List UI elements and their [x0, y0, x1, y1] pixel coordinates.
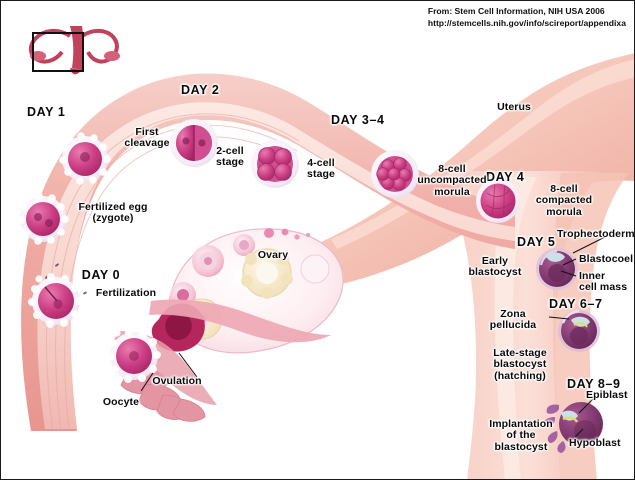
day-label-day-5: DAY 5 — [517, 235, 556, 249]
embryo-8-cell-compacted — [476, 179, 520, 223]
anatomy-label-ovulation: Ovulation — [152, 375, 202, 387]
embryo-fertilization — [28, 273, 83, 328]
leader-lines — [140, 236, 606, 438]
callout-label-inner-cell-mass: Inner cell mass — [579, 270, 628, 294]
stage-label-2-cell-stage: 2-cell stage — [216, 145, 244, 169]
stage-label-implantation: Implantation of the blastocyst — [489, 418, 553, 453]
stage-label-first-cleavage: First cleavage — [124, 126, 170, 150]
callout-label-hypoblast: Hypoblast — [569, 437, 621, 449]
day-label-day-4: DAY 4 — [486, 170, 525, 184]
infundibulum — [149, 299, 331, 343]
day-label-day-1: DAY 1 — [27, 105, 66, 119]
embryo-2-cell — [170, 119, 218, 167]
anatomy-label-uterus: Uterus — [497, 101, 531, 113]
stage-label-fertilized-egg: Fertilized egg (zygote) — [78, 201, 148, 225]
callout-label-epiblast: Epiblast — [586, 389, 628, 401]
stage-label-late-stage-blastocyst: Late-stage blastocyst (hatching) — [493, 347, 547, 382]
uterine-cavity — [494, 177, 537, 479]
day-label-day-2: DAY 2 — [181, 83, 220, 97]
source-credit: From: Stem Cell Information, NIH USA 200… — [428, 6, 626, 29]
inner-cell-mass-shape — [546, 252, 565, 262]
day-label-day-8-9: DAY 8–9 — [567, 377, 621, 391]
embryo-early-blastocyst — [536, 248, 578, 290]
embryo-oocyte — [106, 328, 161, 383]
embryo-zygote — [17, 192, 69, 245]
day-label-day-6-7: DAY 6–7 — [549, 297, 603, 311]
anatomy-label-ovary: Ovary — [257, 249, 289, 261]
stage-label-fertilization: Fertilization — [95, 287, 157, 299]
magnified-region-frame — [32, 32, 84, 72]
credit-line-2: http://stemcells.nih.gov/info/scireport/… — [427, 17, 626, 28]
stage-label-8-cell-uncompacted: 8-cell uncompacted morula — [417, 163, 487, 198]
stage-label-4-cell-stage: 4-cell stage — [307, 157, 335, 181]
inset-illustration — [29, 26, 120, 75]
callout-label-blastocoel: Blastocoel — [579, 253, 634, 265]
embryo-implanting-blastocyst — [543, 402, 603, 453]
day-label-day-3-4: DAY 3–4 — [331, 113, 385, 127]
embryo-first-cleavage — [59, 132, 111, 185]
credit-line-1: From: Stem Cell Information, NIH USA 200… — [427, 6, 605, 16]
embryo-8-cell-uncompacted — [371, 150, 419, 198]
day-label-day-0: DAY 0 — [81, 268, 121, 282]
inset-thumbnail — [24, 18, 120, 76]
stage-label-8-cell-compacted: 8-cell compacted morula — [535, 183, 593, 218]
stage-label-early-blastocyst: Early blastocyst — [468, 255, 522, 279]
embryo-4-cell — [251, 140, 299, 188]
embryo-late-blastocyst — [558, 309, 600, 352]
callout-label-zona-pellucida: Zona pellucida — [489, 308, 537, 332]
trophoblast-villi — [543, 404, 566, 453]
hypoblast-shape — [562, 416, 579, 423]
callout-label-trophectoderm: Trophectoderm — [557, 228, 635, 240]
anatomy-label-oocyte: Oocyte — [102, 396, 140, 408]
